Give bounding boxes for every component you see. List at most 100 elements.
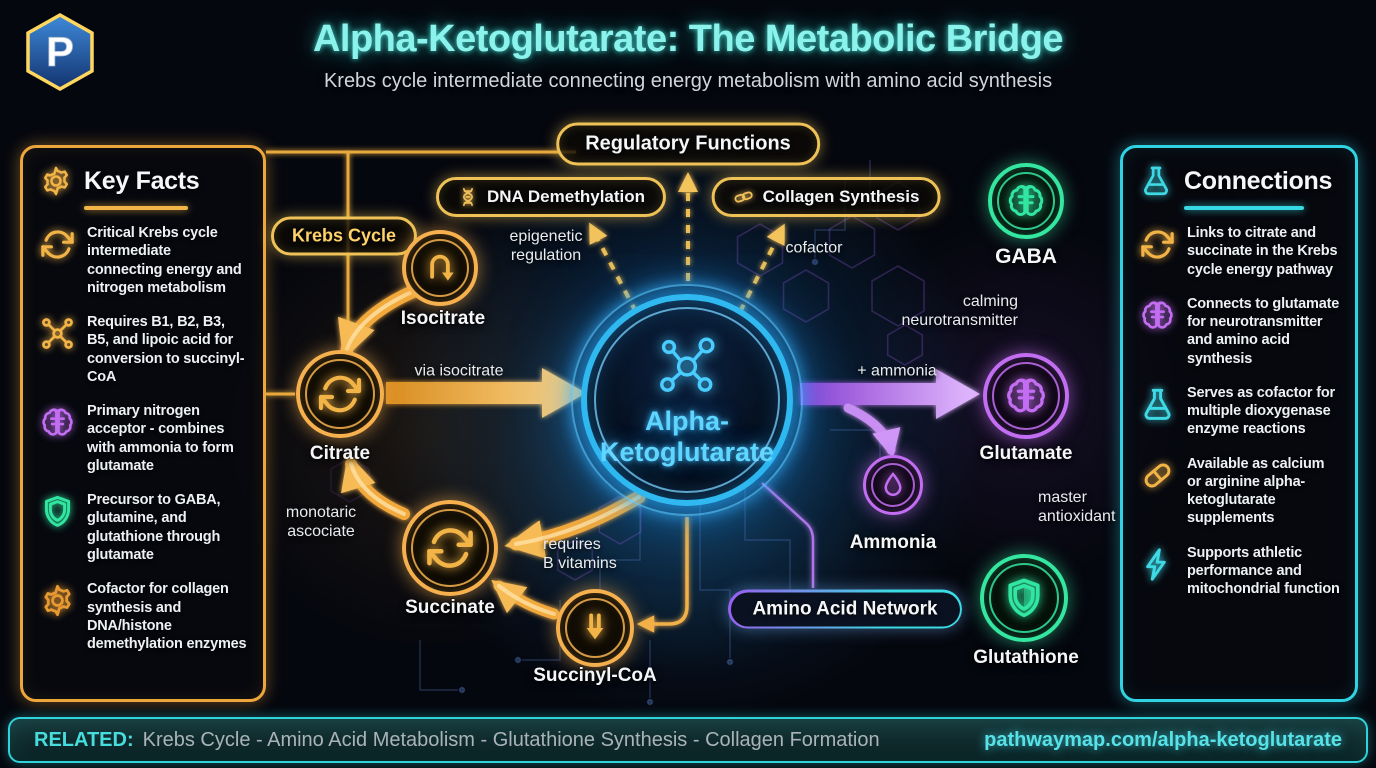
key-facts-title: Key Facts xyxy=(84,166,200,195)
connection-item: Links to citrate and succinate in the Kr… xyxy=(1139,224,1341,279)
brain-icon xyxy=(1003,373,1049,419)
shield-icon xyxy=(39,493,76,530)
dashed-regulatory-arrows xyxy=(589,172,785,313)
related-bar: RELATED: Krebs Cycle - Amino Acid Metabol… xyxy=(8,717,1368,763)
fact-text: Primary nitrogen acceptor - combines wit… xyxy=(87,403,234,474)
citrate-label: Citrate xyxy=(309,443,371,464)
ammonia-label: Ammonia xyxy=(849,532,937,553)
u-turn-arrow-icon xyxy=(419,247,461,289)
glutathione-label: Glutathione xyxy=(973,647,1079,668)
chain-link-icon xyxy=(733,186,755,208)
fact-item: Primary nitrogen acceptor - combines wit… xyxy=(39,402,249,475)
line-akg-to-succinyl xyxy=(636,517,689,633)
center-node-label-line2: Ketoglutarate xyxy=(599,436,775,467)
krebs-cycle-pill: Krebs Cycle xyxy=(270,216,418,256)
collagen-synthesis-pill: Collagen Synthesis xyxy=(711,177,941,217)
isocitrate-node xyxy=(402,230,478,306)
cycle-icon xyxy=(316,370,364,418)
glutamate-node xyxy=(983,353,1069,439)
edge-label-via-isocitrate: via isocitrate xyxy=(414,362,504,380)
heading-underline xyxy=(84,206,188,210)
connection-item: Available as calcium or arginine alpha-k… xyxy=(1139,455,1341,528)
edge-label-cofactor: cofactor xyxy=(785,239,843,257)
key-facts-panel: Key Facts Critical Krebs cycle intermedi… xyxy=(20,145,266,702)
fact-item: Precursor to GABA, glutamine, and glutat… xyxy=(39,491,249,564)
double-down-arrow-icon xyxy=(574,607,616,649)
connection-text: Connects to glutamate for neurotransmitt… xyxy=(1187,295,1340,367)
dna-icon xyxy=(457,186,479,208)
molecule-icon xyxy=(39,315,76,352)
regulatory-functions-pill: Regulatory Functions xyxy=(556,122,820,166)
brain-icon xyxy=(1005,180,1047,222)
line-akg-to-amino-network xyxy=(761,482,815,588)
pill-label: Collagen Synthesis xyxy=(762,187,920,206)
logo-hexagon xyxy=(26,12,94,92)
fact-text: Precursor to GABA, glutamine, and glutat… xyxy=(87,492,221,563)
fact-text: Critical Krebs cycle intermediate connec… xyxy=(87,225,242,296)
fact-text: Cofactor for collagen synthesis and DNA/… xyxy=(87,581,247,653)
fact-item: Cofactor for collagen synthesis and DNA/… xyxy=(39,580,249,653)
connection-text: Available as calcium or arginine alpha-k… xyxy=(1187,455,1325,527)
connections-title: Connections xyxy=(1184,166,1333,195)
cycle-icon xyxy=(39,226,76,263)
gear-icon xyxy=(39,164,73,198)
isocitrate-label: Isocitrate xyxy=(400,308,486,329)
ammonia-node xyxy=(863,455,923,515)
gear-icon xyxy=(39,582,76,619)
succinate-node xyxy=(402,500,498,596)
related-label: RELATED: xyxy=(34,728,134,751)
page-subtitle: Krebs cycle intermediate connecting ener… xyxy=(323,70,1053,92)
connection-text: Serves as cofactor for multiple dioxygen… xyxy=(1187,384,1335,438)
citrate-node xyxy=(296,350,384,438)
heading-underline xyxy=(1184,206,1304,210)
dna-demethylation-pill: DNA Demethylation xyxy=(435,177,667,217)
flask-icon xyxy=(1139,164,1173,198)
connections-panel: Connections Links to citrate and succina… xyxy=(1120,145,1358,702)
gaba-label: GABA xyxy=(995,245,1057,268)
connection-text: Supports athletic performance and mitoch… xyxy=(1187,544,1340,598)
succinate-label: Succinate xyxy=(405,597,495,618)
center-node-label-line1: Alpha- xyxy=(645,406,729,437)
edge-label-requires-b-vitamins: requires B vitamins xyxy=(543,535,617,572)
shield-icon xyxy=(1001,575,1047,621)
alpha-ketoglutarate-node: Alpha- Ketoglutarate xyxy=(571,284,803,516)
pathwaymap-logo: P xyxy=(26,12,94,92)
related-text: RELATED: Krebs Cycle - Amino Acid Metabol… xyxy=(34,729,880,752)
cycle-icon xyxy=(424,522,476,574)
edge-label-epigenetic-regulation: epigenetic regulation xyxy=(509,227,583,264)
page-title: Alpha-Ketoglutarate: The Metabolic Bridg… xyxy=(312,18,1064,60)
flask-icon xyxy=(1139,386,1176,423)
fact-item: Critical Krebs cycle intermediate connec… xyxy=(39,224,249,297)
gaba-node xyxy=(988,163,1064,239)
droplet-icon xyxy=(878,470,908,500)
pill-icon xyxy=(1139,457,1176,494)
arrow-akg-to-glutamate xyxy=(800,369,980,419)
lightning-icon xyxy=(1139,546,1176,583)
edge-label-plus-ammonia: + ammonia xyxy=(857,362,937,380)
arrow-citrate-to-akg xyxy=(386,368,586,418)
molecule-icon xyxy=(651,333,723,402)
fact-item: Requires B1, B2, B3, B5, and lipoic acid… xyxy=(39,313,249,386)
pill-label: Regulatory Functions xyxy=(585,132,791,155)
brain-icon xyxy=(1139,297,1176,334)
fact-text: Requires B1, B2, B3, B5, and lipoic acid… xyxy=(87,314,245,385)
pill-label: DNA Demethylation xyxy=(486,187,646,206)
connection-item: Connects to glutamate for neurotransmitt… xyxy=(1139,295,1341,368)
connection-item: Supports athletic performance and mitoch… xyxy=(1139,544,1341,599)
cycle-icon xyxy=(1139,226,1176,263)
edge-label-monotaric-ascociate: monotaric ascociate xyxy=(285,503,357,540)
connection-item: Serves as cofactor for multiple dioxygen… xyxy=(1139,384,1341,439)
glutathione-node xyxy=(980,554,1068,642)
succinyl-coa-label: Succinyl-CoA xyxy=(533,665,657,686)
logo-letter: P xyxy=(46,28,74,75)
glutamate-label: Glutamate xyxy=(979,443,1073,464)
succinyl-coa-node xyxy=(556,589,634,667)
pill-label: Krebs Cycle xyxy=(291,225,397,246)
related-items: Krebs Cycle - Amino Acid Metabolism - Gl… xyxy=(142,728,880,751)
edge-label-master-antioxidant: master antioxidant xyxy=(1038,488,1116,525)
brain-icon xyxy=(39,404,76,441)
arrow-akg-to-ammonia xyxy=(843,403,901,459)
pathwaymap-url[interactable]: pathwaymap.com/alpha-ketoglutarate xyxy=(984,728,1342,751)
pill-label: Amino Acid Network xyxy=(730,592,960,626)
